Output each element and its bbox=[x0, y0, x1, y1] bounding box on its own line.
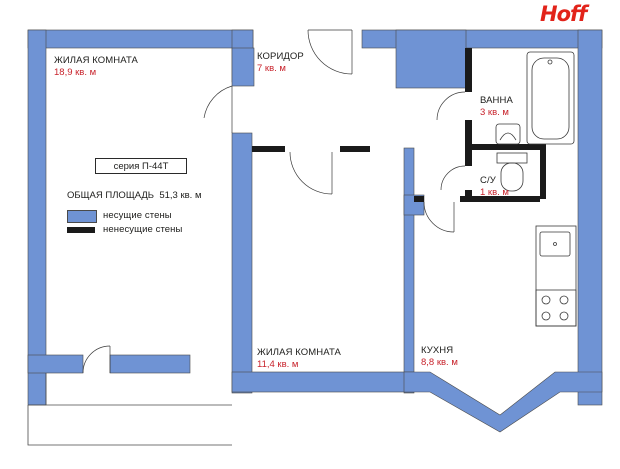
legend-label-bearing: несущие стены bbox=[103, 210, 172, 221]
bearing-wall bbox=[231, 371, 415, 393]
room-name-corridor: КОРИДОР bbox=[257, 51, 304, 62]
bathtub-icon bbox=[526, 51, 575, 145]
hoff-logo: Hoff bbox=[540, 2, 587, 26]
room-name-wc: С/У bbox=[480, 175, 496, 186]
bearing-wall bbox=[231, 47, 255, 87]
bearing-wall bbox=[231, 132, 253, 394]
room-area-living2: 11,4 кв. м bbox=[257, 359, 299, 370]
bearing-wall bbox=[403, 371, 603, 433]
room-area-kitchen: 8,8 кв. м bbox=[421, 357, 458, 368]
legend-swatch-nonbearing bbox=[67, 227, 95, 233]
room-area-wc: 1 кв. м bbox=[480, 187, 509, 198]
room-name-living2: ЖИЛАЯ КОМНАТА bbox=[257, 347, 341, 358]
kitchen-sink-icon bbox=[539, 231, 571, 257]
bearing-wall bbox=[395, 29, 467, 89]
series-label: серия П-44Т bbox=[95, 158, 187, 174]
room-name-kitchen: КУХНЯ bbox=[421, 345, 454, 356]
total-area-value: 51,3 кв. м bbox=[159, 190, 202, 201]
non-bearing-wall bbox=[465, 148, 472, 166]
toilet-icon bbox=[496, 152, 528, 164]
bearing-wall bbox=[27, 29, 254, 49]
bearing-wall bbox=[27, 354, 84, 374]
non-bearing-wall bbox=[414, 196, 424, 202]
room-area-living1: 18,9 кв. м bbox=[54, 67, 97, 78]
room-area-bath: 3 кв. м bbox=[480, 107, 509, 118]
non-bearing-wall bbox=[465, 120, 472, 148]
non-bearing-wall bbox=[540, 144, 546, 199]
bearing-wall bbox=[403, 147, 415, 394]
legend-swatch-bearing bbox=[67, 210, 97, 223]
non-bearing-wall bbox=[252, 146, 285, 152]
non-bearing-wall bbox=[472, 144, 544, 150]
total-area: ОБЩАЯ ПЛОЩАДЬ 51,3 кв. м bbox=[67, 190, 201, 201]
bearing-wall bbox=[577, 29, 603, 406]
sink-icon bbox=[495, 123, 521, 145]
non-bearing-wall bbox=[465, 48, 472, 92]
legend-label-nonbearing: ненесущие стены bbox=[103, 224, 183, 235]
bearing-wall bbox=[109, 354, 191, 374]
room-name-living1: ЖИЛАЯ КОМНАТА bbox=[54, 55, 138, 66]
room-name-bath: ВАННА bbox=[480, 95, 513, 106]
room-area-corridor: 7 кв. м bbox=[257, 63, 286, 74]
total-area-label: ОБЩАЯ ПЛОЩАДЬ bbox=[67, 190, 155, 201]
bearing-wall bbox=[27, 29, 47, 406]
non-bearing-wall bbox=[460, 196, 540, 202]
non-bearing-wall bbox=[340, 146, 370, 152]
stove-icon bbox=[535, 289, 577, 327]
